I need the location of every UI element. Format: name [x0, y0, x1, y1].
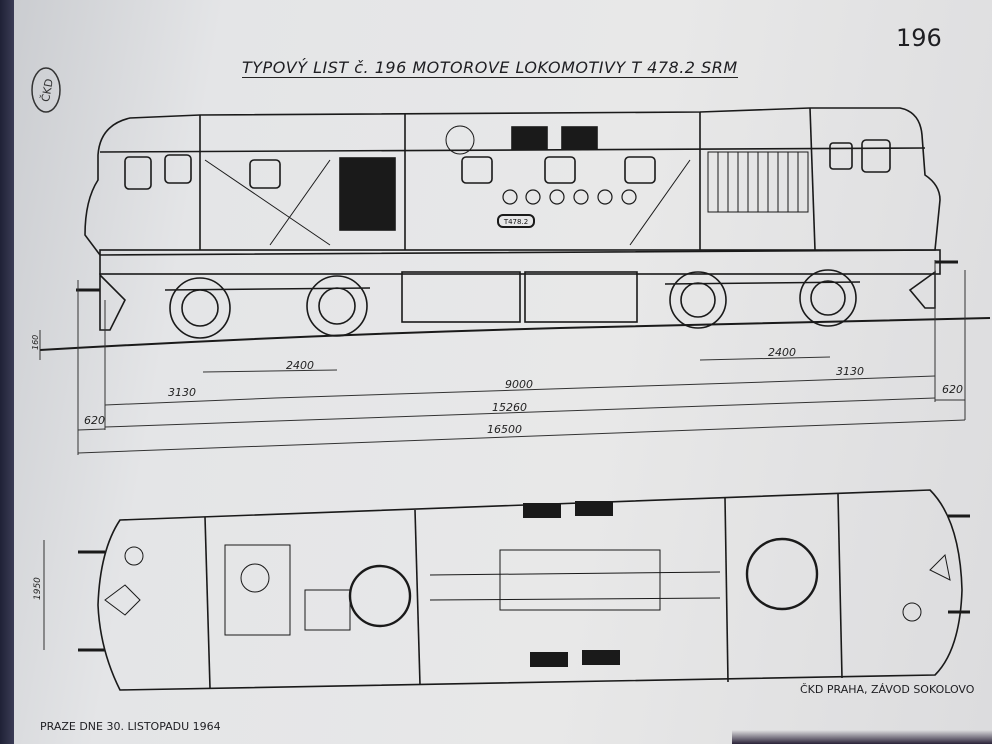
dimension-labels: 2400 2400 3130 9000 3130 620 15260 620 1…	[31, 335, 963, 600]
dim-2400-right: 2400	[768, 346, 796, 359]
dim-9000: 9000	[505, 378, 533, 391]
top-view	[78, 489, 970, 691]
dim-16500: 16500	[487, 423, 522, 436]
dim-3130-left: 3130	[168, 386, 196, 399]
dim-620-left: 620	[84, 414, 105, 427]
manufacturer-label: ČKD PRAHA, ZÁVOD SOKOLOVO	[800, 683, 975, 696]
sheet-title: TYPOVÝ LIST č. 196 MOTOROVE LOKOMOTIVY T…	[242, 58, 738, 78]
dim-3130-right: 3130	[836, 365, 864, 378]
dim-2400-left: 2400	[286, 359, 314, 372]
book-binding	[0, 0, 14, 744]
date-line: PRAZE DNE 30. LISTOPADU 1964	[40, 720, 221, 733]
number-plate: T478.2	[503, 218, 528, 226]
dim-620-right: 620	[942, 383, 963, 396]
dim-1950: 1950	[33, 577, 43, 600]
side-view: T478.2	[39, 107, 991, 351]
dimension-lines	[39, 260, 966, 650]
logo-text: ČKD	[39, 78, 56, 103]
page-corner-shadow	[732, 730, 992, 744]
dim-160: 160	[31, 335, 40, 350]
dim-15260: 15260	[492, 401, 527, 414]
page-number: 196	[896, 24, 942, 52]
ckd-logo: ČKD	[31, 67, 61, 113]
